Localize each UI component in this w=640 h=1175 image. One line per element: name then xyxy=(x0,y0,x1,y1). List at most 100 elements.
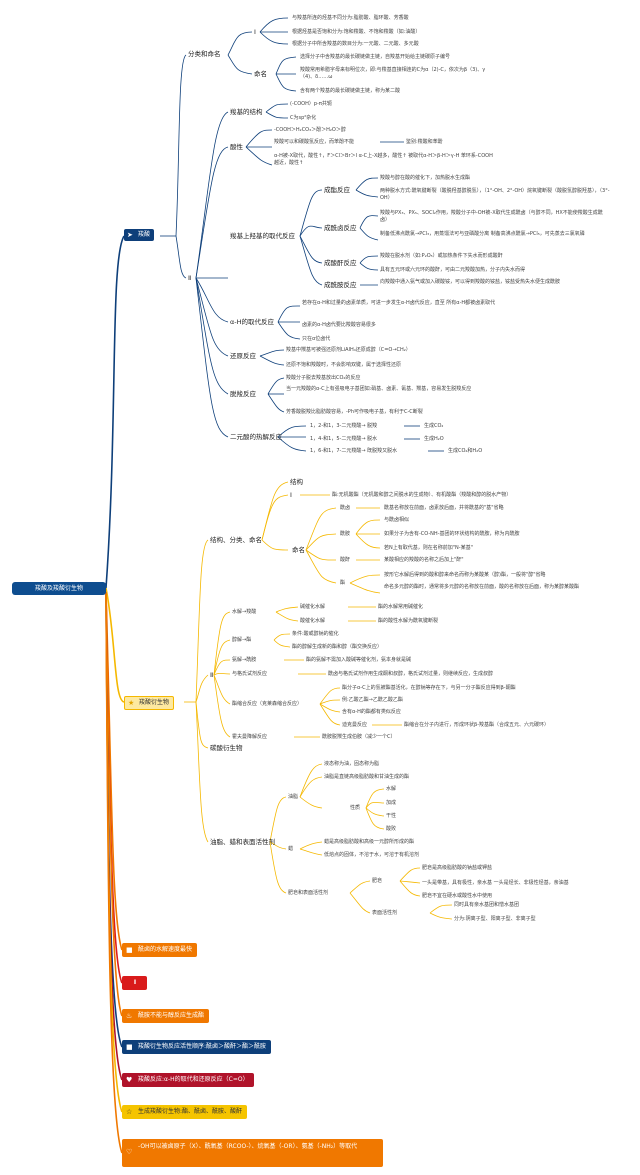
star-icon: ★ xyxy=(128,699,135,707)
node-ammonolysis[interactable]: 氨解→酰胺 xyxy=(232,657,257,663)
heart-icon: ♥ xyxy=(126,1076,133,1084)
node-text: 羧酸与PX₃、PX₅、SOCl₂作用，羧酸分子中-OH被-X取代生成酰卤（与醇不… xyxy=(380,210,603,223)
node-ii[interactable]: Ⅱ xyxy=(210,671,214,679)
node-structure[interactable]: 羧基的结构 xyxy=(230,108,263,116)
node-text: α-H被-X取代，酸性↑，F＞Cl＞Br＞I α-C上-X越多，酸性↑ 被取代α… xyxy=(274,153,493,166)
topic-oh-substitution[interactable]: ♡ -OH可以被卤原子（X）、酰氧基（RCOO-）、烷氧基（-OR）、氨基（-N… xyxy=(122,1139,383,1167)
node-text: 一头是带基，具有极性，亲水基 一头是烃长、非极性烃基，亲油基 xyxy=(422,880,569,886)
node-soap-surfactant[interactable]: 肥皂和表面活性剂 xyxy=(288,890,329,896)
node-hofmann[interactable]: 霍夫曼降解反应 xyxy=(232,734,268,740)
node-text: 水解 xyxy=(386,786,397,792)
node-text: 酯的醇解生成新的酯和醇（酯交换反应） xyxy=(292,644,383,650)
node-structure[interactable]: 结构 xyxy=(290,478,303,486)
node-grignard[interactable]: 与格氏试剂反应 xyxy=(232,671,268,677)
node-text: 酰卤与格氏试剂作用生成酮和叔醇，格氏试剂过量，则继续反应，生成叔醇 xyxy=(328,671,494,677)
topic-carboxylic-acid[interactable]: ➤ 羧酸 xyxy=(124,229,155,241)
node-text: 干性 xyxy=(386,813,397,819)
node-text: 酸败 xyxy=(386,826,397,832)
node-text: 只在α位卤代 xyxy=(302,336,331,342)
node-anhydride[interactable]: 成酸酐反应 xyxy=(324,259,357,267)
topic-label: 酰卤的水解速度最快 xyxy=(138,946,193,953)
node-lipids[interactable]: 油脂、蜡和表面活性剂 xyxy=(210,838,275,846)
node-text: 羧基中羰基可被强还原剂LiAlH₄还原成醇（C=O→CH₂） xyxy=(286,347,411,353)
node-text: 1，6-和1，7-二元羧酸→ 既脱羧又脱水 xyxy=(310,448,398,454)
node-text: 羧酸可以和碳酸氢反应，而苯酚不能 xyxy=(274,139,355,145)
node-text: 命名多元醇的酯时，通常将多元醇的名称放在前面，酸的名称放在后面，称为某醇某酸酯 xyxy=(384,584,580,590)
node-text: 酯的氨解不需加入酸碱等催化剂，氨本身就是碱 xyxy=(306,657,412,663)
node-text: 羧酸常用希腊字母来标明位次，即:与羧基直接相连的C为α（2)-C，依次为β（3)… xyxy=(300,67,486,80)
node-text: 酯的酸性水解为酰氧键断裂 xyxy=(378,618,439,624)
flame-icon: ♨ xyxy=(126,1012,133,1020)
topic-ii[interactable]: Ⅱ xyxy=(122,976,147,990)
node-text: 若存在α-H和过量的卤素单质，可进一步发生α-H卤代反应，直至 所有α-H都被卤… xyxy=(302,300,496,306)
node-acidity[interactable]: 酸性 xyxy=(230,143,243,151)
node-substitution[interactable]: 羧基上羟基的取代反应 xyxy=(230,232,295,240)
node-amide[interactable]: 成酰胺反应 xyxy=(324,281,357,289)
node-text: 生成CO₂和H₂O xyxy=(448,448,483,454)
topic-label: 酰胺不能与醇反应生成酯 xyxy=(138,1012,205,1019)
node-classification[interactable]: 分类和命名 xyxy=(188,50,221,58)
node-alpha-h[interactable]: α-H的取代反应 xyxy=(230,318,275,326)
node-diacid-pyrolysis[interactable]: 二元酸的热解反应 xyxy=(230,433,282,441)
node-ii[interactable]: Ⅱ xyxy=(188,274,192,282)
node-text: 条件:酸或醇钠的催化 xyxy=(292,631,339,637)
topic-label: 羧酸衍生物反应活性顺序:酰卤＞酸酐＞酯＞酰胺 xyxy=(138,1043,267,1050)
node-amide[interactable]: 酰胺 xyxy=(340,531,351,537)
node-text: 按形它水解后得到的酸和醇来命名而称为某酸某（醇)酯，一般将"醇"省略 xyxy=(384,572,546,578)
node-text: 同时具有亲水基团和憎水基团 xyxy=(454,902,520,908)
root-topic[interactable]: 羧酸及羧酸衍生物 xyxy=(12,582,106,595)
node-text: 含有两个羧基的最长碳链做主链，称为某二酸 xyxy=(300,88,401,94)
node-anhydride[interactable]: 酸酐 xyxy=(340,557,351,563)
node-soap[interactable]: 肥皂 xyxy=(372,878,383,884)
node-fat[interactable]: 油脂 xyxy=(288,794,299,800)
node-cls-i[interactable]: Ⅰ xyxy=(254,28,256,36)
node-text: 与羧基所连的烃基不同分为:脂肪酸、脂环酸、芳香酸 xyxy=(292,15,409,21)
node-naming[interactable]: 命名 xyxy=(292,546,305,554)
node-structure-naming[interactable]: 结构、分类、命名 xyxy=(210,536,262,544)
blue-square-icon: ■ xyxy=(126,1043,133,1051)
node-surfactant[interactable]: 表面活性剂 xyxy=(372,910,398,916)
node-reduction[interactable]: 还原反应 xyxy=(230,352,256,360)
node-text: 油脂是直链高级脂肪酸和甘油生成的酯 xyxy=(324,774,410,780)
node-ester[interactable]: 酯 xyxy=(340,580,346,586)
node-hydrolysis[interactable]: 水解→羧酸 xyxy=(232,609,257,615)
node-text: 1，2-和1，3-二元羧酸→ 脱羧 xyxy=(310,423,378,429)
node-text: 当一元羧酸的α-C上有强吸电子基团如:硝基、卤素、氰基、羰基，容易发生脱羧反应 xyxy=(286,386,472,392)
paper-plane-icon: ➤ xyxy=(127,231,133,239)
node-text: 迪克曼反应 xyxy=(342,722,368,728)
node-text: 酯的水解常用碱催化 xyxy=(378,604,424,610)
node-text: 蜡是高级脂肪酸和高级一元醇所形成的酯 xyxy=(324,839,415,845)
node-text: 生成H₂O xyxy=(424,436,444,442)
node-claisen[interactable]: 酯缩合反应（克莱森缩合反应） xyxy=(232,701,303,707)
topic-amide-no-alcohol[interactable]: ♨ 酰胺不能与醇反应生成酯 xyxy=(122,1009,210,1023)
orange-square-icon: ■ xyxy=(126,946,133,954)
node-decarboxylation[interactable]: 脱羧反应 xyxy=(230,390,256,398)
node-property[interactable]: 性质 xyxy=(350,805,361,811)
node-text: 还原不饱和羧酸时，不会影响双键，属于选择性还原 xyxy=(286,362,402,368)
node-text: 含有α-H的酯都有类似反应 xyxy=(342,709,401,715)
node-text: (-COOH）p-π共轭 xyxy=(290,101,332,107)
node-acyl-halide[interactable]: 酰卤 xyxy=(340,505,351,511)
node-text: 酯分子α-C上的氢被酯基活化，在醇钠等存在下，与另一分子酯反应得到β-酮酯 xyxy=(342,685,516,691)
node-struct-i[interactable]: Ⅰ xyxy=(290,491,292,499)
topic-reactivity-order[interactable]: ■ 羧酸衍生物反应活性顺序:酰卤＞酸酐＞酯＞酰胺 xyxy=(122,1040,272,1054)
node-esterification[interactable]: 成酯反应 xyxy=(324,186,350,194)
node-text: 根据分子中所含羧基的数目分为:一元酸、二元酸、多元酸 xyxy=(292,41,419,47)
node-text: 低熔点的固体，不溶于水，可溶于有机溶剂 xyxy=(324,852,420,858)
node-acyl-halide[interactable]: 成酰卤反应 xyxy=(324,224,357,232)
topic-label: -OH可以被卤原子（X）、酰氧基（RCOO-）、烷氧基（-OR）、氨基（-NH₂… xyxy=(138,1143,358,1150)
topic-generate-derivatives[interactable]: ☆ 生成羧酸衍生物:酯、酰卤、酰胺、酸酐 xyxy=(122,1105,248,1119)
node-naming[interactable]: 命名 xyxy=(254,70,267,78)
topic-acid-derivatives[interactable]: ★ 羧酸衍生物 xyxy=(124,696,175,710)
topic-acyl-halide-fastest[interactable]: ■ 酰卤的水解速度最快 xyxy=(122,943,198,957)
node-text: 羧酸在脱水剂（如:P₂O₅）或加热条件下失水而形成酸酐 xyxy=(380,253,503,259)
node-alcoholysis[interactable]: 醇解→酯 xyxy=(232,637,252,643)
node-text: 液态称为油，固态称为脂 xyxy=(324,761,380,767)
node-text: C为sp²杂化 xyxy=(290,115,317,121)
node-wax[interactable]: 蜡 xyxy=(288,846,294,852)
node-carbonic-derivatives[interactable]: 碳酸衍生物 xyxy=(210,744,243,752)
node-text: 酯缩合在分子内进行，形成环状β-羧基酯（合成五元、六元碳环） xyxy=(404,722,549,728)
heart-outline-icon: ♡ xyxy=(126,1148,133,1156)
topic-acid-reactions[interactable]: ♥ 羧酸反应:α-H的取代和还原反应（C=O） xyxy=(122,1073,254,1087)
